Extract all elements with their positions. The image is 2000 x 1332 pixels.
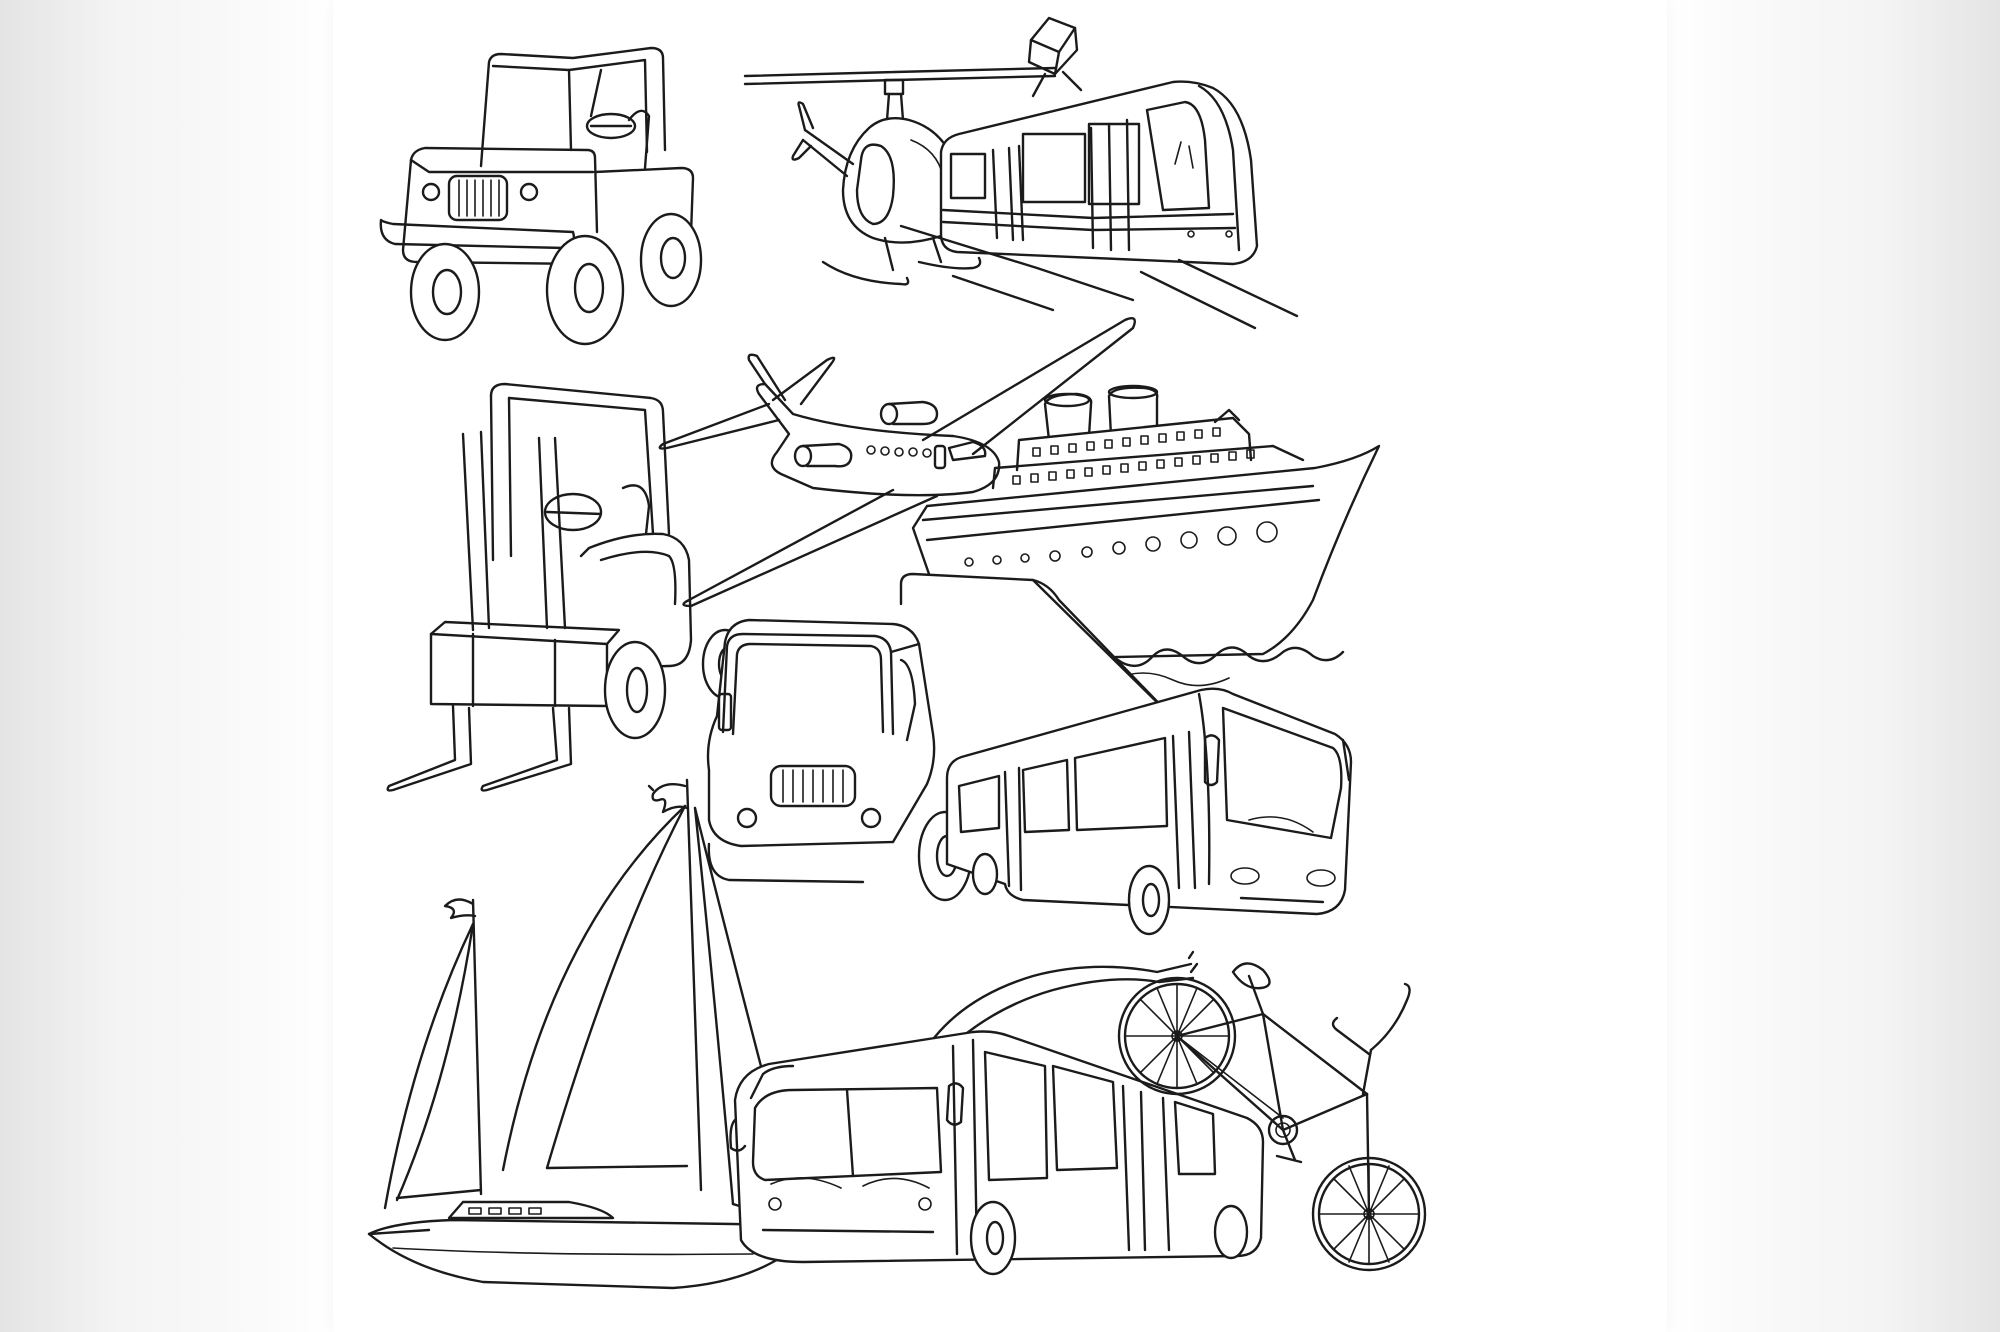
airplane-icon bbox=[658, 317, 1136, 608]
trolleybus-icon bbox=[729, 950, 1265, 1276]
bicycle-icon bbox=[1117, 962, 1427, 1272]
jeep-icon bbox=[379, 46, 703, 346]
tram-icon bbox=[899, 16, 1299, 330]
helicopter-icon bbox=[743, 66, 1057, 286]
bus-icon bbox=[945, 687, 1353, 936]
forklift-icon bbox=[386, 382, 749, 792]
artboard bbox=[333, 0, 1667, 1332]
sailboat-icon bbox=[367, 778, 825, 1290]
transport-illustrations bbox=[333, 0, 1667, 1332]
